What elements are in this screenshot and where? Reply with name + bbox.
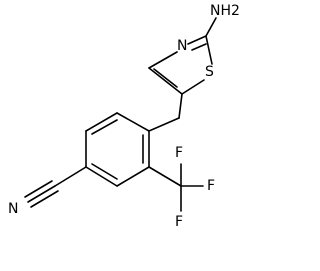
bond-ch2-aryl [148, 117, 180, 132]
bond-s1-c5 [181, 79, 205, 95]
chemical-structure-figure: N S NH2 N F F F [8, 3, 240, 230]
bond-cn-triple-1 [27, 185, 56, 203]
atom-nh2: NH2 [210, 3, 240, 19]
bond-n3-c2-double [191, 43, 207, 51]
bond-c5-c4 [148, 67, 183, 95]
bond-aryl-cn [54, 166, 87, 187]
thiazole-ring [148, 17, 217, 95]
atom-f-right: F [207, 178, 215, 194]
bond-c3-c4-inner [91, 163, 118, 180]
bond-cn-triple-3 [30, 190, 59, 208]
trifluoromethyl-group [148, 163, 204, 212]
nitrile-group [24, 166, 87, 208]
atom-n-nitrile: N [8, 201, 18, 217]
bond-c5-c6-inner [91, 119, 118, 135]
bond-c2-s1 [205, 35, 213, 65]
methylene-linker [148, 93, 183, 132]
bond-c3-c4 [85, 166, 118, 187]
bond-c5-ch2 [178, 93, 183, 119]
bond-n3-c2 [187, 35, 207, 45]
bond-c5-c6 [85, 112, 118, 132]
benzene-ring [85, 112, 150, 187]
molecule-drawing: N S NH2 N F F F [8, 3, 240, 230]
atom-f-top: F [175, 145, 183, 161]
bond-cn-triple-2 [24, 180, 53, 198]
bond-c6-c1 [116, 112, 150, 132]
atom-s-thiazole: S [205, 64, 214, 80]
bond-c2-c3 [116, 166, 150, 187]
bond-aryl-cf3 [148, 166, 182, 187]
bond-c4-n3 [148, 51, 178, 69]
atom-n-thiazole: N [177, 38, 187, 54]
bond-c2-nh2 [205, 17, 217, 37]
atom-f-bottom: F [175, 214, 183, 230]
bond-c5-c4-double [153, 68, 178, 88]
